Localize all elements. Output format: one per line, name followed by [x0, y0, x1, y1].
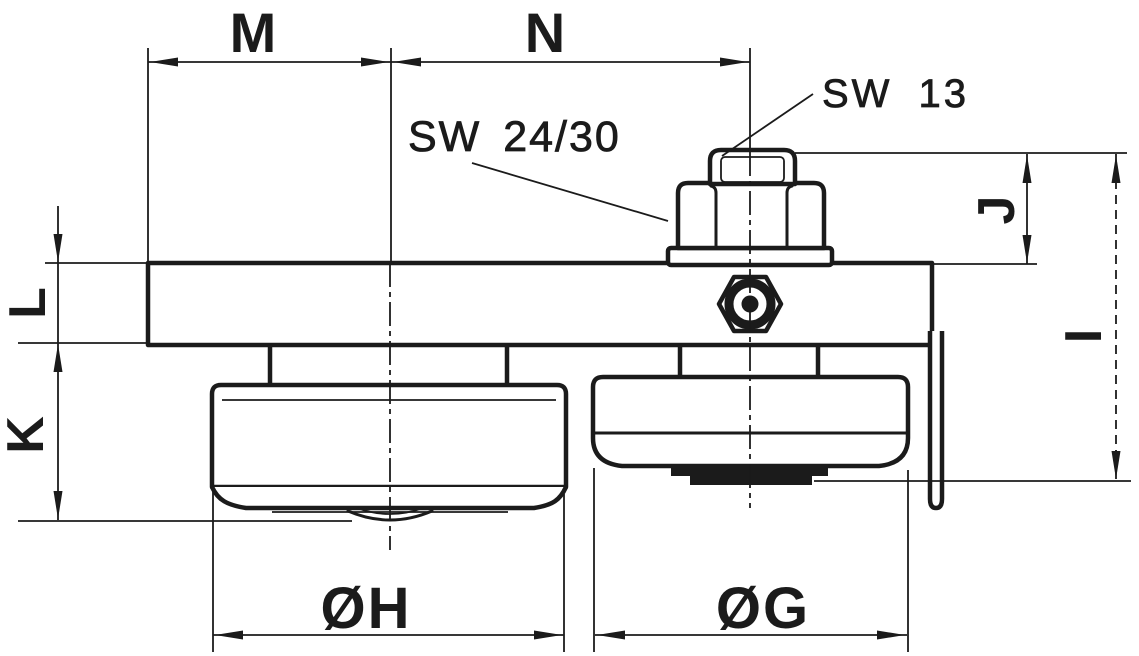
left-wheel: [209, 382, 569, 522]
dimension-k: K: [0, 344, 63, 519]
dimension-l: L: [0, 206, 63, 520]
dimension-n: N: [391, 1, 750, 67]
leader-line-sw13: [721, 93, 814, 157]
center-bolt-dot: [741, 295, 759, 313]
dia-label-h: ØH: [321, 576, 412, 641]
dia-label-g: ØG: [716, 576, 810, 641]
dim-label-n: N: [525, 1, 565, 64]
hex-nut-sw24-30: [675, 180, 827, 251]
dimension-m: M: [148, 1, 391, 67]
dimension-dia-g: ØG: [595, 576, 907, 641]
callout-sw13: SW 13: [721, 72, 969, 157]
dim-label-m: M: [230, 1, 277, 64]
extension-lines: [18, 48, 1131, 652]
callout-label-sw13: SW 13: [822, 72, 969, 116]
cap-nut-sw13: [707, 147, 798, 187]
dimension-dia-h: ØH: [213, 576, 564, 641]
callout-sw24-30: SW 24/30: [408, 113, 669, 222]
dim-label-i: I: [1055, 329, 1113, 343]
guide-bracket: [927, 331, 945, 511]
leader-line-sw24-30: [471, 162, 669, 222]
dim-label-k: K: [0, 416, 55, 454]
dim-label-j: J: [968, 196, 1026, 225]
dim-label-l: L: [0, 287, 57, 319]
dimension-j: J: [968, 154, 1032, 264]
mounting-plate: [145, 260, 935, 348]
right-wheel: [590, 374, 911, 485]
callout-label-sw24-30: SW 24/30: [408, 113, 621, 161]
dimension-i: I: [1055, 154, 1121, 479]
